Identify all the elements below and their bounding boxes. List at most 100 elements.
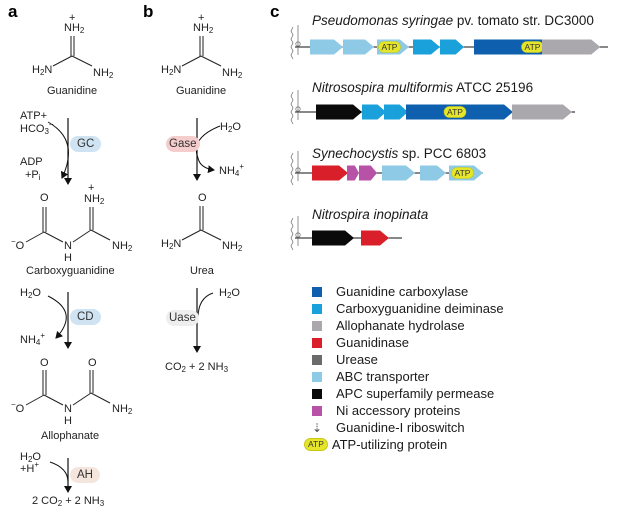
riboswitch-icon — [290, 90, 301, 125]
atp-badge-icon: ATP — [304, 438, 328, 451]
legend-label: Guanidinase — [336, 335, 409, 350]
allophanate-bonds — [25, 370, 111, 406]
legend-label: ATP-utilizing protein — [331, 437, 448, 452]
riboswitch-icon: ⇣ — [312, 420, 323, 435]
gc-output-pi: +Pi — [25, 169, 41, 182]
atp-badge-label: ATP — [382, 42, 398, 52]
operon-2: ATP — [290, 90, 575, 125]
legend-swatch — [312, 320, 322, 331]
urea-name: Urea — [190, 265, 214, 277]
atp-badge-label: ATP — [455, 168, 471, 178]
panel-label-a: a — [8, 2, 18, 21]
atp-badge-label: ATP — [447, 107, 463, 117]
curve-gc — [47, 121, 69, 179]
cd-output-nh4: NH4+ — [20, 331, 46, 347]
allophanate-o2: O — [88, 357, 97, 369]
carboxy-h: H — [64, 252, 72, 264]
gene-carboxyguanidine-deiminase — [413, 39, 440, 55]
operon-4 — [290, 216, 402, 251]
gene-carboxyguanidine-deiminase — [362, 104, 386, 120]
allophanate-name: Allophanate — [41, 430, 100, 442]
organism-label-1: Pseudomonas syringae pv. tomato str. DC3… — [312, 13, 594, 28]
legend-item-apc-permease: APC superfamily permease — [312, 385, 494, 402]
charge-plus: + — [69, 12, 76, 24]
gene-allophanate-hydrolase — [542, 39, 600, 55]
legend-item-urease: Urease — [312, 351, 378, 368]
legend-swatch — [312, 388, 322, 399]
legend-swatch — [312, 286, 322, 297]
legend-item-abc-transporter: ABC transporter — [312, 368, 429, 385]
legend-label: Allophanate hydrolase — [336, 318, 465, 333]
gene-carboxyguanidine-deiminase — [440, 39, 464, 55]
curve-ah — [49, 461, 69, 483]
legend-label: Guanidine carboxylase — [336, 284, 469, 299]
organism-label-4: Nitrospira inopinata — [312, 207, 429, 222]
legend-item-guanidine-carboxylase: Guanidine carboxylase — [312, 283, 468, 300]
allophanate-h: H — [64, 415, 72, 427]
riboswitch-icon — [290, 151, 301, 186]
organism-label-3: Synechocystis sp. PCC 6803 — [312, 146, 487, 161]
gene-guanidinase — [312, 165, 348, 181]
legend-swatch — [312, 405, 322, 416]
urea-bonds — [181, 206, 222, 241]
ah-product: 2 CO2 + 2 NH3 — [32, 495, 105, 508]
uase-product: CO2 + 2 NH3 — [165, 361, 229, 374]
enzyme-gase: Gase — [166, 136, 200, 152]
legend-swatch — [312, 354, 322, 365]
legend-label: Guanidine-I riboswitch — [336, 420, 465, 435]
organism-label-2: Nitrosospira multiformis ATCC 25196 — [312, 80, 534, 95]
ah-input-h2o: H2O — [20, 451, 41, 464]
legend-swatch — [312, 337, 322, 348]
guanidine-a-left: H2N — [32, 64, 53, 77]
allophanate-left: −O — [11, 400, 25, 416]
urea-o: O — [198, 192, 207, 204]
curve-gase — [195, 125, 221, 174]
allophanate-n: N — [64, 403, 72, 415]
panel-label-c: c — [270, 2, 280, 21]
ah-input-h: +H+ — [20, 460, 40, 476]
atp-badge-label: ATP — [525, 42, 541, 52]
legend-swatch — [312, 303, 322, 314]
guanidine-b-left: H2N — [161, 64, 182, 77]
enzyme-gc: GC — [70, 136, 102, 152]
allophanate-o1: O — [40, 357, 49, 369]
gene-carboxyguanidine-deiminase — [384, 104, 408, 120]
guanidine-a-name: Guanidine — [47, 85, 98, 97]
carboxy-right: NH2 — [112, 240, 133, 253]
legend-label: Urease — [336, 352, 378, 367]
urea-left: H2N — [161, 238, 182, 251]
enzyme-ah: AH — [70, 467, 100, 483]
operon-3: ATP — [290, 151, 483, 186]
carboxy-charge: + — [88, 182, 95, 194]
gene-abc-transporter — [343, 39, 374, 55]
guanidine-b-name: Guanidine — [176, 85, 227, 97]
gase-input-h2o: H2O — [220, 121, 241, 134]
legend-swatch — [312, 371, 322, 382]
gene-guanidinase — [361, 230, 389, 246]
guanidine-b-top: NH2 — [193, 22, 214, 35]
cd-input-h2o: H2O — [20, 287, 41, 300]
gene-abc-transporter — [382, 165, 415, 181]
gc-input-atp: ATP+ — [20, 110, 48, 122]
carboxy-left: −O — [11, 237, 25, 253]
legend-label: ABC transporter — [336, 369, 430, 384]
allophanate-right: NH2 — [112, 403, 133, 416]
uase-input-h2o: H2O — [219, 287, 240, 300]
gene-apc-permease — [312, 230, 354, 246]
guanidine-a-right: NH2 — [93, 67, 114, 80]
legend-item-guanidinase: Guanidinase — [312, 334, 409, 351]
gc-input-hco3: HCO3− — [20, 120, 54, 136]
charge-plus-b: + — [198, 12, 205, 24]
gc-output-adp: ADP — [20, 156, 43, 168]
carboxy-o: O — [40, 192, 49, 204]
gene-allophanate-hydrolase — [512, 104, 572, 120]
carboxy-n: N — [64, 240, 72, 252]
atp-badge — [378, 41, 401, 53]
guanidine-b-bonds — [181, 36, 222, 67]
urea-right: NH2 — [222, 240, 243, 253]
atp-badge — [443, 106, 467, 118]
legend-label: APC superfamily permease — [336, 386, 495, 401]
legend-label: Ni accessory proteins — [336, 403, 461, 418]
